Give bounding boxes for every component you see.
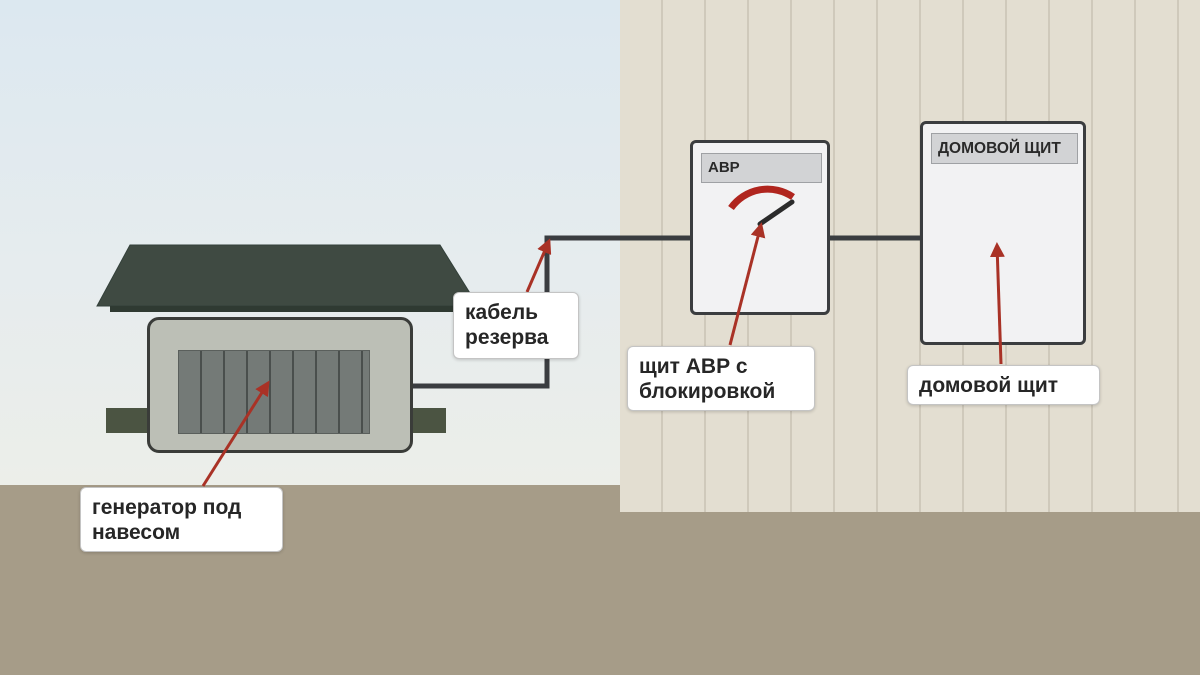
- arrow-cable: [525, 238, 552, 293]
- arrow-generator: [201, 380, 270, 487]
- house-panel-callout: домовой щит: [907, 365, 1100, 405]
- house-nameplate: ДОМОВОЙ ЩИТ: [931, 133, 1078, 164]
- arrow-house: [989, 242, 1005, 365]
- generator-grille: [178, 350, 370, 434]
- canopy-beam: [110, 306, 460, 312]
- arrow-avr: [728, 222, 766, 346]
- avr-nameplate: АВР: [701, 153, 822, 183]
- house-panel: ДОМОВОЙ ЩИТ: [920, 121, 1086, 345]
- avr-callout: щит АВР с блокировкой: [627, 346, 815, 411]
- generator-callout: генератор под навесом: [80, 487, 283, 552]
- cable-callout: кабель резерва: [453, 292, 579, 359]
